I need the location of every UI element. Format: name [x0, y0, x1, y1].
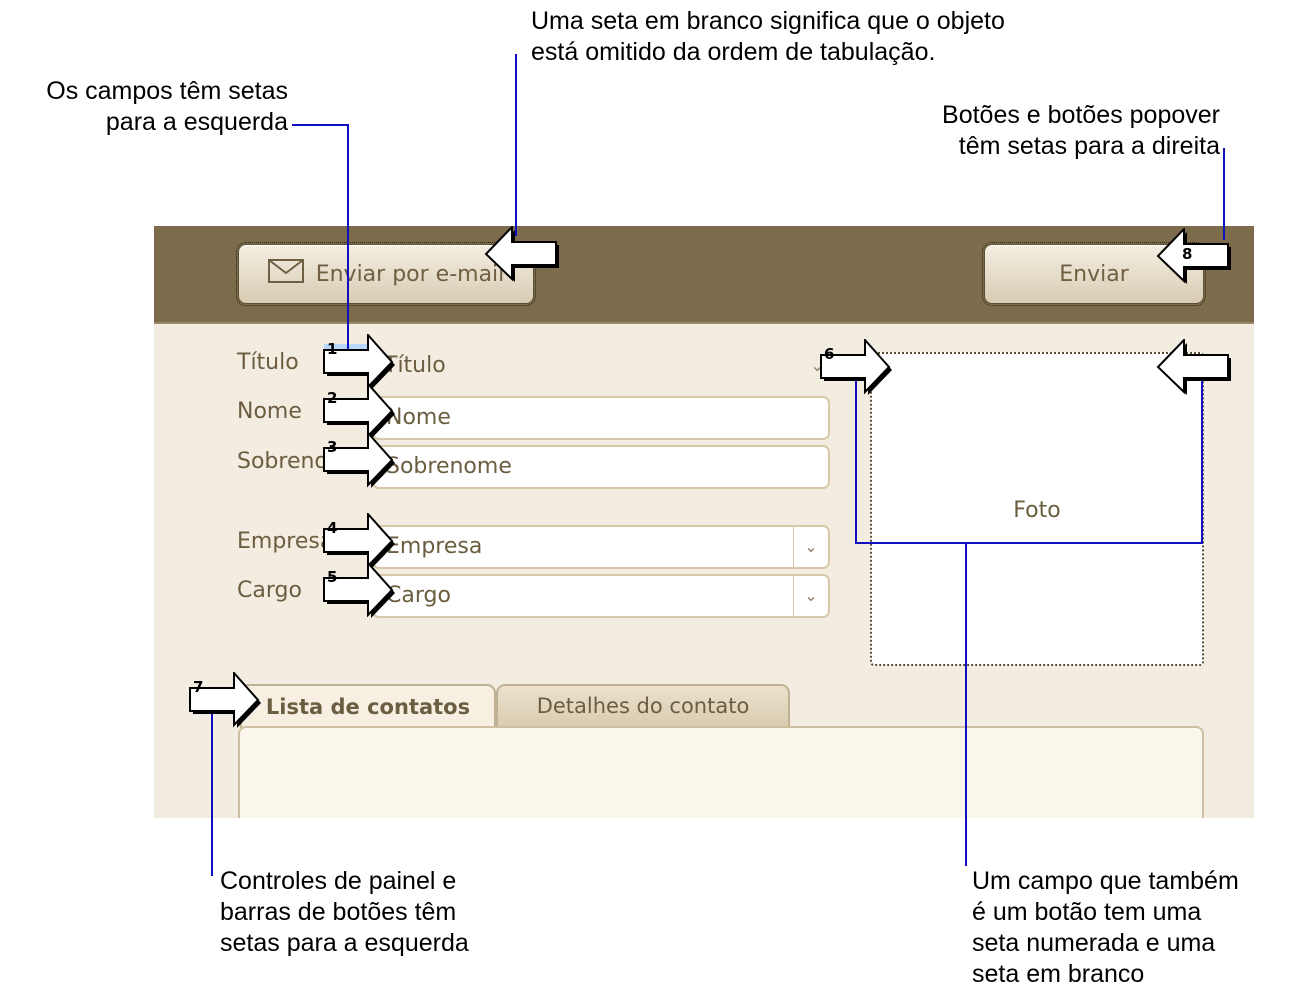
label-job: Cargo — [237, 578, 302, 603]
last-name-field[interactable]: Sobrenome — [372, 445, 830, 489]
callout-blank-arrow: Uma seta em branco significa que o objet… — [531, 7, 1005, 66]
email-button[interactable]: Enviar por e-mail — [236, 242, 536, 306]
tab-contact-details[interactable]: Detalhes do contato — [496, 684, 790, 726]
tab-order-arrow-6: 6 — [819, 339, 895, 397]
company-field[interactable]: Empresa ⌄ — [372, 525, 830, 569]
callout-field-button: Um campo que também é um botão tem uma s… — [972, 867, 1239, 988]
chevron-down-icon[interactable]: ⌄ — [793, 527, 828, 567]
send-button[interactable]: Enviar — [982, 242, 1206, 306]
tab-order-arrow-8: 8 — [1156, 228, 1234, 286]
blank-arrow-email — [484, 226, 562, 284]
job-field-value: Cargo — [386, 583, 451, 608]
send-button-label: Enviar — [1059, 261, 1129, 287]
callout-buttons: Botões e botões popover têm setas para a… — [942, 101, 1220, 160]
first-name-field-value: Nome — [386, 405, 451, 430]
tab-order-arrow-5: 5 — [322, 562, 398, 620]
tab-order-arrow-4: 4 — [322, 513, 398, 571]
last-name-field-value: Sobrenome — [386, 454, 512, 479]
label-first-name: Nome — [237, 399, 302, 424]
photo-field[interactable]: Foto — [870, 352, 1204, 666]
first-name-field[interactable]: Nome — [372, 396, 830, 440]
label-company: Empresa — [237, 529, 334, 554]
tab-order-arrow-7: 7 — [188, 672, 264, 730]
envelope-icon — [267, 259, 304, 289]
app-window: Enviar por e-mail Enviar Título Nome Sob… — [154, 226, 1254, 818]
toolbar: Enviar por e-mail Enviar — [154, 226, 1254, 324]
job-field[interactable]: Cargo ⌄ — [372, 574, 830, 618]
tab-contact-details-label: Detalhes do contato — [536, 694, 750, 718]
company-field-value: Empresa — [386, 534, 483, 559]
tab-order-arrow-1: 1 — [322, 334, 398, 392]
tab-pane — [238, 726, 1204, 818]
tab-order-arrow-2: 2 — [322, 383, 398, 441]
callout-fields: Os campos têm setas para a esquerda — [46, 77, 288, 136]
chevron-down-icon[interactable]: ⌄ — [793, 576, 828, 616]
tab-contacts-list-label: Lista de contatos — [265, 695, 471, 719]
tab-order-arrow-3: 3 — [322, 432, 398, 490]
label-title: Título — [237, 350, 299, 375]
callout-panel-controls: Controles de painel e barras de botões t… — [220, 867, 469, 957]
blank-arrow-photo — [1156, 339, 1234, 397]
photo-label: Foto — [1013, 498, 1061, 523]
